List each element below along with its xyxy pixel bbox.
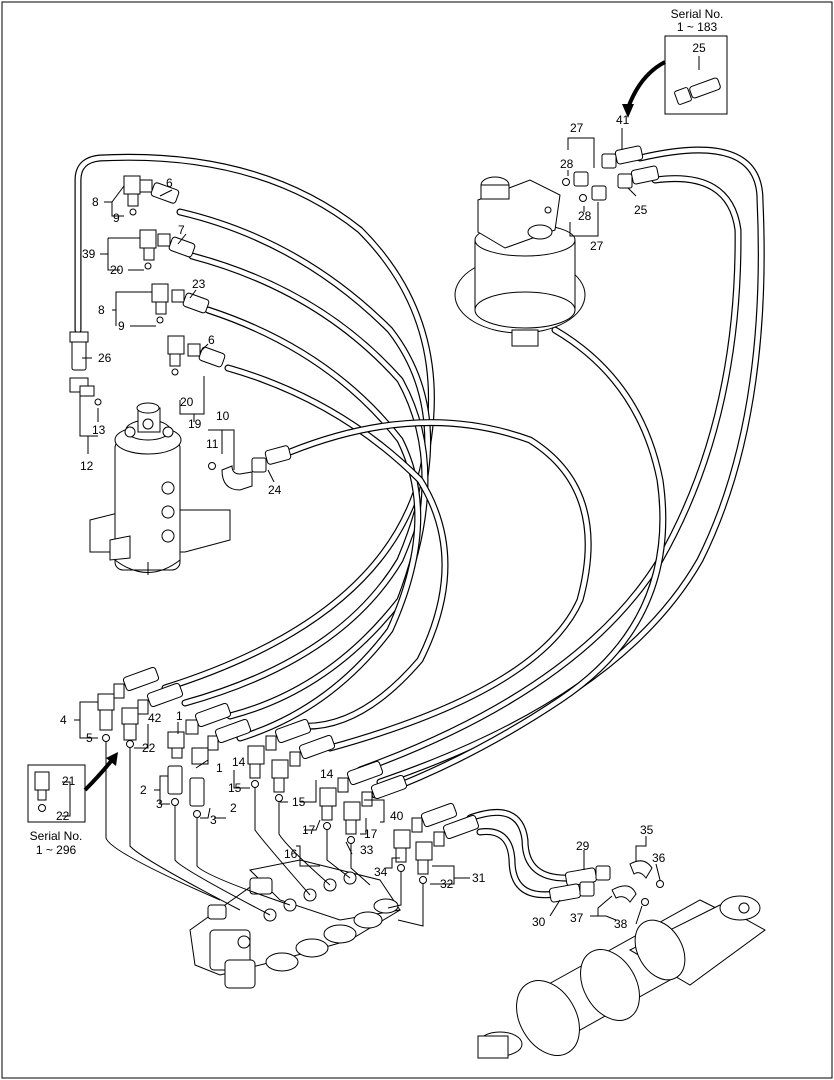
hose-swivel-loop: [286, 419, 592, 752]
callout-9a: 9: [113, 211, 120, 225]
callout-38: 38: [614, 917, 628, 931]
inset-serial-top: Serial No. 1 ~ 183 25: [622, 7, 728, 118]
callout-23: 23: [192, 277, 206, 291]
callout-41: 41: [616, 113, 630, 127]
swing-motor-fittings: [562, 145, 660, 202]
callout-37: 37: [570, 911, 584, 925]
callout-9b: 9: [118, 319, 125, 333]
callout-8b: 8: [98, 303, 105, 317]
callout-1b: 1: [216, 761, 223, 775]
callout-27b: 27: [590, 239, 604, 253]
callout-12: 12: [80, 459, 94, 473]
inset-top-serial-title: Serial No.: [671, 7, 724, 21]
inset-top-part-label: 25: [692, 41, 706, 55]
callout-26: 26: [98, 351, 112, 365]
swing-motor: [454, 176, 586, 347]
cylinder-fittings: [548, 860, 664, 906]
callout-leaders: [74, 128, 661, 925]
inset-bottom-label-a: 21: [62, 774, 76, 788]
callout-7: 7: [178, 223, 185, 237]
callout-5: 5: [86, 731, 93, 745]
callout-3a: 3: [156, 797, 163, 811]
callout-31: 31: [472, 871, 486, 885]
callout-13: 13: [92, 423, 106, 437]
callout-32: 32: [440, 877, 454, 891]
callout-16: 16: [284, 847, 298, 861]
callout-11: 11: [206, 437, 219, 451]
callout-8a: 8: [92, 195, 99, 209]
inset-bottom-label-b: 22: [56, 809, 70, 823]
callout-6a: 6: [166, 176, 173, 190]
inset-serial-bottom: 21 22 Serial No. 1 ~ 296: [27, 752, 118, 857]
callout-33: 33: [360, 843, 374, 857]
callout-40: 40: [390, 809, 404, 823]
callout-29: 29: [576, 839, 590, 853]
callout-17a: 17: [302, 823, 316, 837]
callout-28b: 28: [578, 209, 592, 223]
callout-34: 34: [374, 865, 388, 879]
callout-27a: 27: [570, 121, 584, 135]
callout-2b: 2: [230, 801, 237, 815]
callout-17b: 17: [364, 827, 378, 841]
callout-14b: 14: [320, 767, 334, 781]
callout-19: 19: [188, 417, 202, 431]
callout-35: 35: [640, 823, 654, 837]
inset-bottom-serial-range: 1 ~ 296: [36, 843, 77, 857]
swivel-elbow-24: [208, 445, 292, 491]
callout-2a: 2: [140, 783, 147, 797]
callout-6b: 6: [208, 333, 215, 347]
swivel-joint: [89, 402, 231, 575]
inset-bottom-serial-title: Serial No.: [30, 829, 83, 843]
callout-36: 36: [652, 851, 666, 865]
callout-30: 30: [532, 915, 546, 929]
callout-25: 25: [634, 203, 648, 217]
swivel-fitting-26: [69, 331, 102, 406]
callout-24: 24: [268, 483, 282, 497]
callout-28a: 28: [560, 157, 574, 171]
callout-10: 10: [216, 409, 230, 423]
callout-14a: 14: [232, 755, 246, 769]
callout-1a: 1: [176, 709, 183, 723]
callout-15b: 15: [292, 795, 306, 809]
callout-15a: 15: [228, 781, 242, 795]
callout-20b: 20: [180, 395, 194, 409]
callout-42: 42: [148, 711, 162, 725]
callout-4: 4: [60, 713, 67, 727]
callout-labels: 6 8 9 7 39 20 23 8 9 6 26 20 19 10 11 13…: [60, 113, 666, 931]
callout-22: 22: [142, 741, 156, 755]
valve-fittings: [97, 666, 480, 884]
callout-3b: 3: [210, 813, 217, 827]
inset-top-serial-range: 1 ~ 183: [677, 20, 718, 34]
inset-top-box: [664, 35, 728, 115]
callout-20a: 20: [110, 263, 124, 277]
callout-39: 39: [82, 247, 96, 261]
hose-group: [74, 146, 765, 899]
cylinder: [477, 895, 766, 1059]
